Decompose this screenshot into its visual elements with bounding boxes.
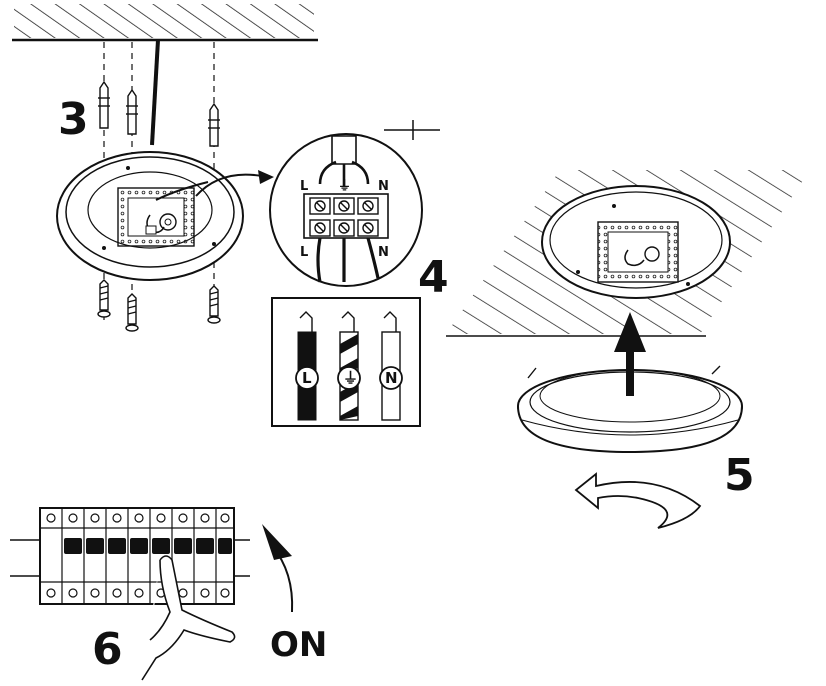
wire-code-neutral: N	[385, 369, 398, 387]
hand-icon	[141, 555, 236, 681]
step-6-number: 6	[92, 624, 123, 675]
wire-code-live: L	[302, 369, 312, 387]
step-3-group: 3	[12, 4, 318, 332]
terminal-label-top-right: N	[378, 179, 389, 194]
step-5-group: 5	[446, 170, 810, 529]
wire-color-legend: L ⏚ N 4	[271, 252, 449, 427]
ceiling-hatch	[14, 4, 314, 38]
step-5-number: 5	[724, 450, 755, 501]
step-3-number: 3	[58, 94, 89, 145]
rotate-arrow-icon	[574, 472, 702, 529]
zoom-arrow	[195, 173, 263, 197]
terminal-label-bottom-left: L	[300, 245, 308, 260]
terminal-label-top-earth: ⏚	[338, 179, 351, 194]
supply-cable	[150, 39, 160, 146]
lift-arrow-icon	[614, 312, 646, 396]
terminal-label-bottom-right: N	[378, 245, 389, 260]
crosshair-mark	[384, 120, 440, 140]
switch-on-label: ON	[270, 625, 327, 665]
wire-code-earth: ⏚	[343, 369, 358, 387]
step-6-group: 6 ON	[10, 507, 327, 681]
step-4-number: 4	[418, 252, 449, 303]
terminal-block-detail: L ⏚ N L N	[269, 133, 423, 287]
screw-icon	[97, 279, 221, 332]
terminal-label-top-left: L	[300, 179, 308, 194]
wall-plug-icon	[98, 80, 220, 147]
breaker-panel	[39, 507, 235, 605]
